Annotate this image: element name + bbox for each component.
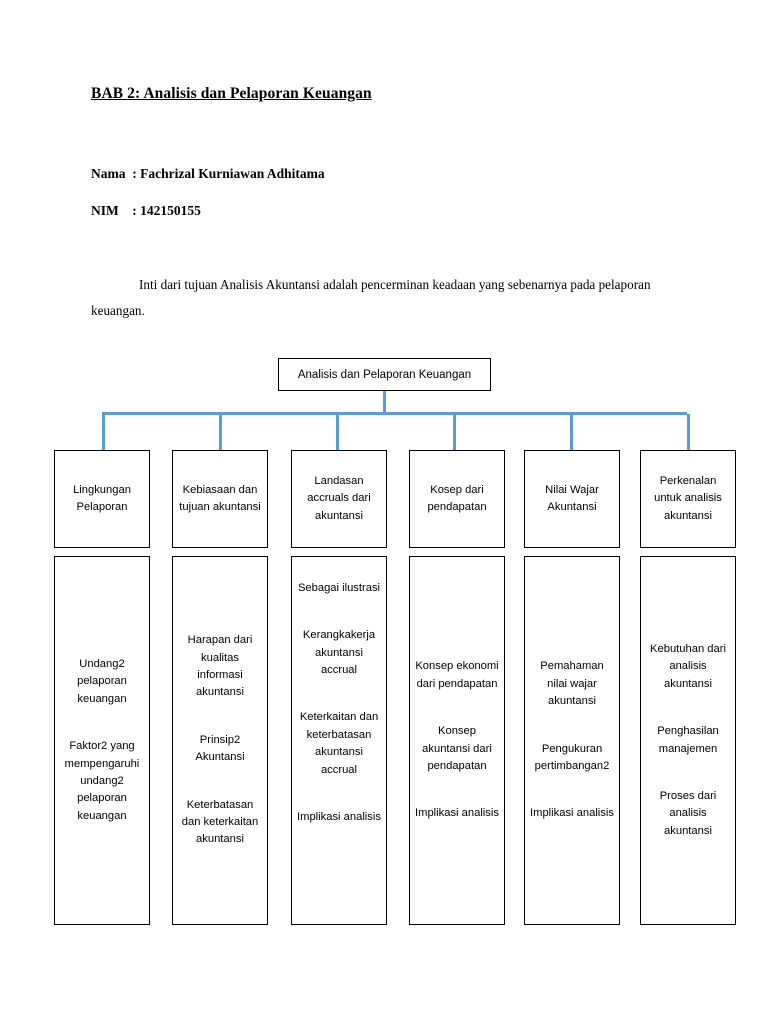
diagram-column-3: Landasan accruals dari akuntansi Sebagai… [291, 450, 387, 925]
list-item: Penghasilan manajemen [657, 725, 719, 755]
connector-horizontal-bus [102, 412, 687, 415]
diagram-column-6: Perkenalan untuk analisis akuntansi Kebu… [640, 450, 736, 925]
intro-paragraph: Inti dari tujuan Analisis Akuntansi adal… [91, 277, 651, 319]
list-item: Keterkaitan dan keterbatasan akuntansi a… [299, 711, 379, 776]
connector-drop-5 [570, 414, 573, 450]
column-header-4: Kosep dari pendapatan [409, 450, 505, 548]
diagram-column-5: Nilai Wajar Akuntansi Pemahaman nilai wa… [524, 450, 620, 925]
column-body-5: Pemahaman nilai wajar akuntansi Pengukur… [524, 556, 620, 925]
diagram-column-2: Kebiasaan dan tujuan akuntansi Harapan d… [172, 450, 268, 925]
list-item: Faktor2 yang mempengaruhi undang2 pelapo… [64, 740, 140, 822]
list-item: Implikasi analisis [530, 807, 614, 820]
connector-drop-6 [687, 414, 690, 450]
column-body-3: Sebagai ilustrasi Kerangkakerja akuntans… [291, 556, 387, 925]
list-item: Prinsip2 Akuntansi [195, 733, 245, 764]
list-item: Sebagai ilustrasi [297, 582, 381, 594]
column-header-1: Lingkungan Pelaporan [54, 450, 150, 548]
list-item: Pengukuran pertimbangan2 [534, 742, 610, 772]
column-body-2: Harapan dari kualitas informasi akuntans… [172, 556, 268, 925]
column-header-2: Kebiasaan dan tujuan akuntansi [172, 450, 268, 548]
column-body-1: Undang2 pelaporan keuangan Faktor2 yang … [54, 556, 150, 925]
list-item: Implikasi analisis [297, 810, 381, 823]
page-title: BAB 2: Analisis dan Pelaporan Keuangan [91, 85, 372, 102]
connector-drop-3 [336, 414, 339, 450]
column-body-6: Kebutuhan dari analisis akuntansi Pengha… [640, 556, 736, 925]
list-item: Harapan dari kualitas informasi akuntans… [187, 634, 253, 699]
list-item: Pemahaman nilai wajar akuntansi [540, 660, 604, 708]
student-name: Nama : Fachrizal Kurniawan Adhitama [91, 166, 325, 181]
diagram-root-box: Analisis dan Pelaporan Keuangan [278, 358, 491, 391]
list-item: Konsep akuntansi dari pendapatan [422, 725, 492, 772]
diagram-column-4: Kosep dari pendapatan Konsep ekonomi dar… [409, 450, 505, 925]
connector-drop-2 [219, 414, 222, 450]
list-item: Konsep ekonomi dari pendapatan [415, 660, 499, 690]
column-header-5: Nilai Wajar Akuntansi [524, 450, 620, 548]
connector-drop-1 [102, 414, 105, 450]
list-item: Undang2 pelaporan keuangan [77, 658, 127, 705]
list-item: Kerangkakerja akuntansi accrual [302, 629, 376, 677]
list-item: Implikasi analisis [415, 807, 499, 820]
diagram-column-1: Lingkungan Pelaporan Undang2 pelaporan k… [54, 450, 150, 925]
column-header-3: Landasan accruals dari akuntansi [291, 450, 387, 548]
list-item: Keterbatasan dan keterkaitan akuntansi [181, 798, 259, 846]
column-body-4: Konsep ekonomi dari pendapatan Konsep ak… [409, 556, 505, 925]
list-item: Proses dari analisis akuntansi [659, 789, 717, 837]
list-item: Kebutuhan dari analisis akuntansi [650, 643, 726, 690]
connector-root-vertical [383, 391, 386, 414]
column-header-6: Perkenalan untuk analisis akuntansi [640, 450, 736, 548]
student-nim: NIM : 142150155 [91, 203, 201, 218]
connector-drop-4 [453, 414, 456, 450]
